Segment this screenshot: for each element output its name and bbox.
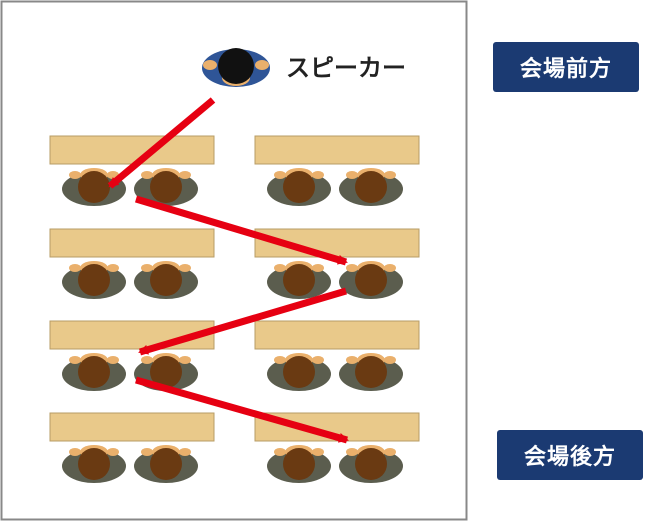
right-hand	[179, 264, 191, 272]
audience-member	[267, 261, 331, 299]
head	[78, 448, 110, 480]
left-hand	[274, 448, 286, 456]
left-hand	[141, 264, 153, 272]
audience-member	[267, 168, 331, 206]
audience-member	[339, 168, 403, 206]
speaker-right-hand	[255, 60, 269, 70]
audience-member	[134, 261, 198, 299]
right-hand	[312, 264, 324, 272]
audience-member	[267, 353, 331, 391]
left-hand	[141, 171, 153, 179]
desk	[49, 412, 215, 442]
right-hand	[384, 264, 396, 272]
right-hand	[107, 448, 119, 456]
head	[355, 264, 387, 296]
head	[78, 264, 110, 296]
audience-member	[339, 445, 403, 483]
left-hand	[141, 448, 153, 456]
head	[150, 264, 182, 296]
left-hand	[69, 264, 81, 272]
right-hand	[384, 448, 396, 456]
left-hand	[346, 171, 358, 179]
desk	[254, 135, 420, 165]
audience	[62, 168, 403, 483]
left-hand	[69, 171, 81, 179]
venue-front-label: 会場前方	[493, 42, 639, 92]
audience-member	[134, 168, 198, 206]
left-hand	[346, 448, 358, 456]
audience-member	[62, 168, 126, 206]
right-hand	[179, 448, 191, 456]
speaker-left-hand	[203, 60, 217, 70]
right-hand	[179, 356, 191, 364]
head	[78, 171, 110, 203]
right-hand	[384, 171, 396, 179]
desk	[49, 135, 215, 165]
left-hand	[274, 264, 286, 272]
left-hand	[274, 171, 286, 179]
flow-arrow-1	[107, 97, 216, 189]
flow-arrows	[107, 97, 349, 444]
left-hand	[69, 448, 81, 456]
right-hand	[312, 448, 324, 456]
head	[355, 448, 387, 480]
audience-member	[62, 261, 126, 299]
desk	[254, 320, 420, 350]
desks	[49, 135, 420, 442]
audience-member	[267, 445, 331, 483]
speaker-label: スピーカー	[286, 54, 406, 82]
head	[78, 356, 110, 388]
right-hand	[107, 264, 119, 272]
left-hand	[346, 264, 358, 272]
audience-member	[339, 261, 403, 299]
head	[283, 171, 315, 203]
venue-back-label: 会場後方	[497, 430, 643, 480]
right-hand	[384, 356, 396, 364]
desk	[49, 228, 215, 258]
left-hand	[141, 356, 153, 364]
head	[150, 356, 182, 388]
left-hand	[274, 356, 286, 364]
audience-member	[62, 353, 126, 391]
head	[355, 356, 387, 388]
head	[283, 356, 315, 388]
speaker-head	[218, 48, 254, 84]
flow-arrow-3	[138, 287, 347, 356]
head	[283, 448, 315, 480]
left-hand	[346, 356, 358, 364]
head	[355, 171, 387, 203]
audience-member	[62, 445, 126, 483]
left-hand	[69, 356, 81, 364]
right-hand	[179, 171, 191, 179]
head	[150, 171, 182, 203]
audience-member	[339, 353, 403, 391]
flow-arrow-4	[135, 376, 349, 444]
flow-arrow-2	[134, 195, 348, 266]
audience-member	[134, 445, 198, 483]
right-hand	[312, 356, 324, 364]
right-hand	[312, 171, 324, 179]
right-hand	[107, 356, 119, 364]
head	[150, 448, 182, 480]
speaker-figure	[202, 48, 270, 87]
head	[283, 264, 315, 296]
